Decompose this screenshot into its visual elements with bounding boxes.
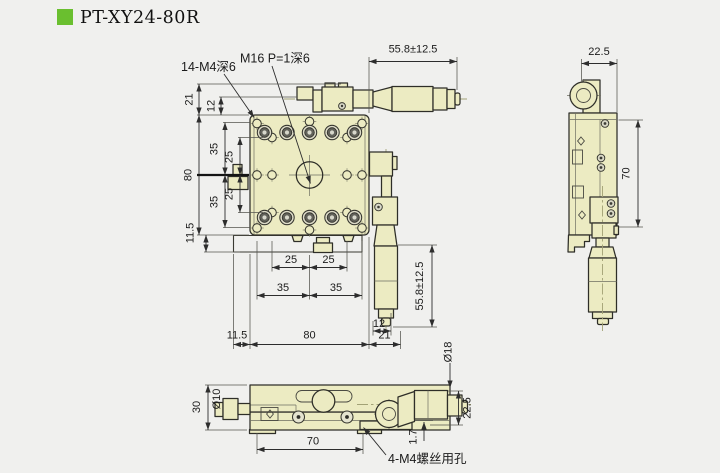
side-screw	[596, 163, 606, 172]
dim-label: 70	[307, 436, 319, 448]
header: PT-XY24-80R	[57, 8, 200, 28]
dim-label: 12	[373, 318, 385, 330]
cap-screw	[301, 209, 318, 226]
x-mic-clamp	[321, 86, 354, 112]
base-foot	[342, 234, 355, 243]
dim-label: 55.8±12.5	[389, 44, 438, 56]
cap-screw	[324, 209, 340, 226]
side-view: 22.5 70	[567, 46, 643, 331]
dim-label: 11.5	[185, 223, 197, 244]
bottom-left-knob	[222, 397, 239, 421]
dim-label: 22.5	[462, 397, 474, 418]
dim-label: 22.5	[588, 46, 609, 58]
y-mic-tip	[380, 317, 392, 327]
bottom-center-boss	[311, 389, 336, 413]
dim-label: 35	[209, 143, 221, 155]
plan-x-micrometer	[284, 82, 467, 113]
cap-screw	[346, 209, 363, 226]
dim-label: 25	[285, 254, 297, 266]
leader-label: 14-M4深6	[181, 60, 236, 74]
dim-label: 12	[206, 100, 218, 112]
dim-label: 25	[322, 254, 334, 266]
dim-label: 21	[184, 93, 196, 105]
center-hole-m16	[295, 161, 324, 189]
dim-left-12: 12	[206, 96, 297, 115]
dim-label: 80	[303, 330, 315, 342]
y-mic-thimble	[373, 245, 399, 310]
side-screw	[596, 153, 606, 163]
page-title: PT-XY24-80R	[80, 8, 200, 28]
dim-bottom-70: 70	[256, 433, 364, 454]
dim-label: 35	[209, 196, 221, 208]
side-mic-tip	[596, 317, 610, 326]
dim-bottom-mic-dia: Ø18	[443, 342, 455, 388]
dim-travel-right: 55.8±12.5	[393, 244, 437, 328]
dim-label-knob-dia: Ø10	[211, 389, 223, 410]
side-screw	[600, 119, 610, 128]
x-mic-thimble	[391, 85, 434, 113]
dim-label: 30	[191, 401, 203, 413]
bottom-mic-barrel	[413, 389, 449, 420]
bottom-mic-tip	[461, 399, 469, 414]
bottom-set-screw	[291, 410, 306, 424]
dim-bottom-1-7: 1.7	[408, 420, 433, 445]
leader-14-m4: 14-M4深6	[181, 60, 255, 118]
leader-label: M16 P=1深6	[240, 52, 310, 66]
cap-screw	[324, 124, 340, 141]
bottom-parts	[214, 384, 471, 435]
leader-m16: M16 P=1深6	[240, 52, 311, 184]
side-screw	[606, 209, 616, 218]
dim-left-25-upper: 25	[224, 137, 263, 175]
dim-left-21: 21	[184, 83, 341, 116]
side-foot	[567, 234, 591, 253]
bottom-knob-stem	[315, 236, 331, 244]
dim-label: 70	[621, 167, 633, 179]
x-mic-barrel	[352, 89, 374, 109]
dim-side-22-5: 22.5	[581, 46, 618, 112]
dim-travel-top: 55.8±12.5	[368, 44, 458, 113]
leader-label: 4-M4螺丝用孔	[388, 452, 467, 466]
dim-bottom-35s: 35 35	[256, 241, 363, 300]
cap-screw	[346, 124, 363, 141]
dim-left-35-lower: 35	[209, 175, 250, 228]
dim-bottom-30: 30	[191, 384, 247, 431]
base-foot	[291, 234, 304, 243]
bottom-view: 30 Ø10 70 Ø18 22.5 1.7 4-M4螺丝用孔	[191, 342, 474, 466]
dim-label: Ø18	[443, 342, 455, 363]
dim-side-70: 70	[618, 119, 643, 228]
y-mic-clamp	[368, 151, 394, 177]
side-screw	[606, 199, 616, 208]
x-mic-sleeve	[372, 86, 393, 112]
dim-label: 11.5	[227, 330, 248, 342]
cap-screw	[301, 124, 318, 141]
y-mic-block	[371, 196, 399, 226]
dim-label: 35	[277, 282, 289, 294]
side-knob	[569, 81, 598, 110]
leader-4-m4: 4-M4螺丝用孔	[363, 427, 467, 466]
side-parts	[567, 79, 620, 331]
plan-stage-plate	[227, 114, 370, 238]
dim-left-35-upper: 35	[209, 122, 250, 175]
plan-view: 55.8±12.5 14-M4深6 M16 P=1深6 21 12	[181, 44, 467, 349]
cap-screw	[279, 209, 295, 226]
dim-bottom-12: 12	[372, 313, 392, 336]
dim-bottom-22-5: 22.5	[430, 390, 474, 426]
plan-base	[232, 234, 363, 254]
plan-y-micrometer	[368, 149, 399, 333]
dim-bottom-25s: 25 25	[271, 241, 348, 272]
dim-label: 35	[330, 282, 342, 294]
dim-label: 80	[183, 169, 195, 181]
dim-label: 1.7	[408, 429, 420, 444]
bottom-set-screw	[340, 410, 354, 424]
y-mic-sleeve	[373, 224, 398, 247]
dim-left-11-5: 11.5	[185, 223, 240, 253]
brand-bullet-icon	[57, 9, 73, 25]
plate-side-tab	[227, 175, 249, 191]
plan-dimensions: 55.8±12.5 14-M4深6 M16 P=1深6 21 12	[181, 44, 458, 349]
dim-label: 25	[224, 151, 236, 163]
bottom-knob	[312, 242, 334, 254]
dim-label: 55.8±12.5	[414, 262, 426, 311]
x-mic-tip	[454, 92, 461, 106]
